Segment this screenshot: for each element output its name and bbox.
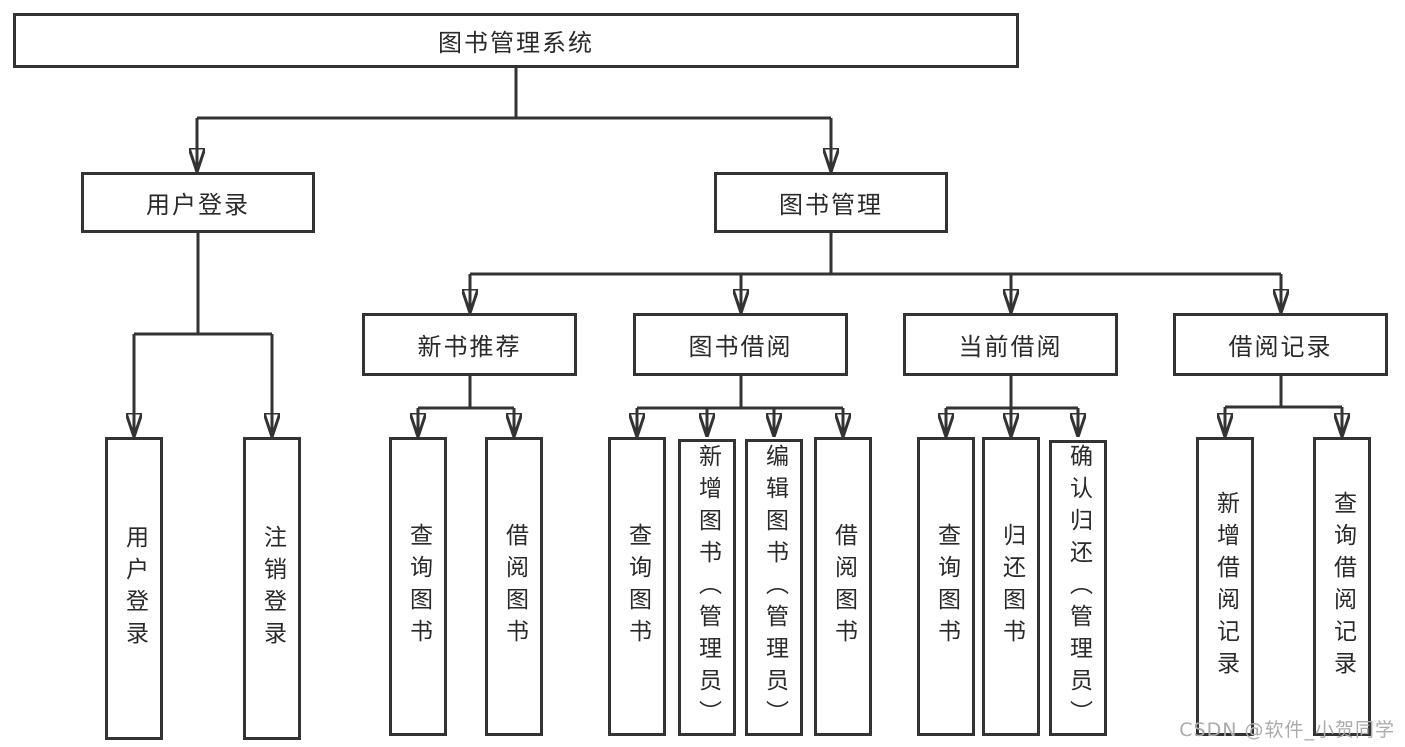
leaf-cb-query-book: 查询图书 bbox=[917, 437, 975, 736]
leaf-user-login-label: 用户登录 bbox=[121, 524, 148, 653]
node-new-book-recommend-label: 新书推荐 bbox=[417, 333, 522, 361]
node-book-borrowing-label: 图书借阅 bbox=[688, 333, 793, 361]
leaf-bb-edit-book: 编辑图书（管理员） bbox=[745, 439, 803, 736]
leaf-bb-borrow-book: 借阅图书 bbox=[814, 437, 872, 736]
node-current-borrowing: 当前借阅 bbox=[903, 313, 1118, 376]
leaf-bb-query-book: 查询图书 bbox=[608, 437, 666, 736]
node-user-login-label: 用户登录 bbox=[146, 191, 250, 219]
node-new-book-recommend: 新书推荐 bbox=[362, 313, 577, 376]
leaf-cb-confirm-return-label: 确认归还（管理员） bbox=[1065, 444, 1092, 732]
leaf-bb-borrow-book-label: 借阅图书 bbox=[830, 522, 857, 651]
leaf-rec-query-book-label: 查询图书 bbox=[405, 522, 432, 651]
node-root: 图书管理系统 bbox=[13, 13, 1019, 68]
leaf-br-add-record-label: 新增借阅记录 bbox=[1212, 490, 1239, 683]
node-book-management: 图书管理 bbox=[714, 172, 948, 233]
leaf-rec-query-book: 查询图书 bbox=[389, 437, 447, 736]
leaf-bb-add-book: 新增图书（管理员） bbox=[678, 439, 736, 736]
leaf-logout-label: 注销登录 bbox=[259, 524, 286, 653]
connectors bbox=[134, 68, 1342, 435]
node-root-label: 图书管理系统 bbox=[438, 29, 594, 57]
leaf-bb-add-book-label: 新增图书（管理员） bbox=[694, 443, 721, 732]
leaf-bb-edit-book-label: 编辑图书（管理员） bbox=[761, 443, 788, 732]
leaf-user-login: 用户登录 bbox=[105, 437, 163, 740]
leaf-cb-return-book: 归还图书 bbox=[982, 437, 1040, 736]
leaf-cb-query-book-label: 查询图书 bbox=[933, 522, 960, 651]
leaf-br-query-record: 查询借阅记录 bbox=[1313, 437, 1371, 736]
leaf-cb-confirm-return: 确认归还（管理员） bbox=[1049, 440, 1107, 736]
leaf-rec-borrow-book: 借阅图书 bbox=[485, 437, 543, 736]
leaf-br-add-record: 新增借阅记录 bbox=[1196, 437, 1254, 736]
node-borrowing-records-label: 借阅记录 bbox=[1228, 333, 1333, 361]
csdn-watermark: CSDN @软件_小贺同学 bbox=[1179, 719, 1395, 741]
leaf-cb-return-book-label: 归还图书 bbox=[998, 522, 1025, 651]
leaf-br-query-record-label: 查询借阅记录 bbox=[1329, 490, 1356, 683]
node-book-borrowing: 图书借阅 bbox=[633, 313, 848, 376]
node-borrowing-records: 借阅记录 bbox=[1173, 313, 1388, 376]
node-current-borrowing-label: 当前借阅 bbox=[958, 333, 1063, 361]
node-user-login: 用户登录 bbox=[81, 172, 315, 233]
leaf-bb-query-book-label: 查询图书 bbox=[624, 522, 651, 651]
leaf-rec-borrow-book-label: 借阅图书 bbox=[501, 522, 528, 651]
leaf-logout: 注销登录 bbox=[243, 437, 301, 740]
node-book-management-label: 图书管理 bbox=[779, 191, 883, 219]
